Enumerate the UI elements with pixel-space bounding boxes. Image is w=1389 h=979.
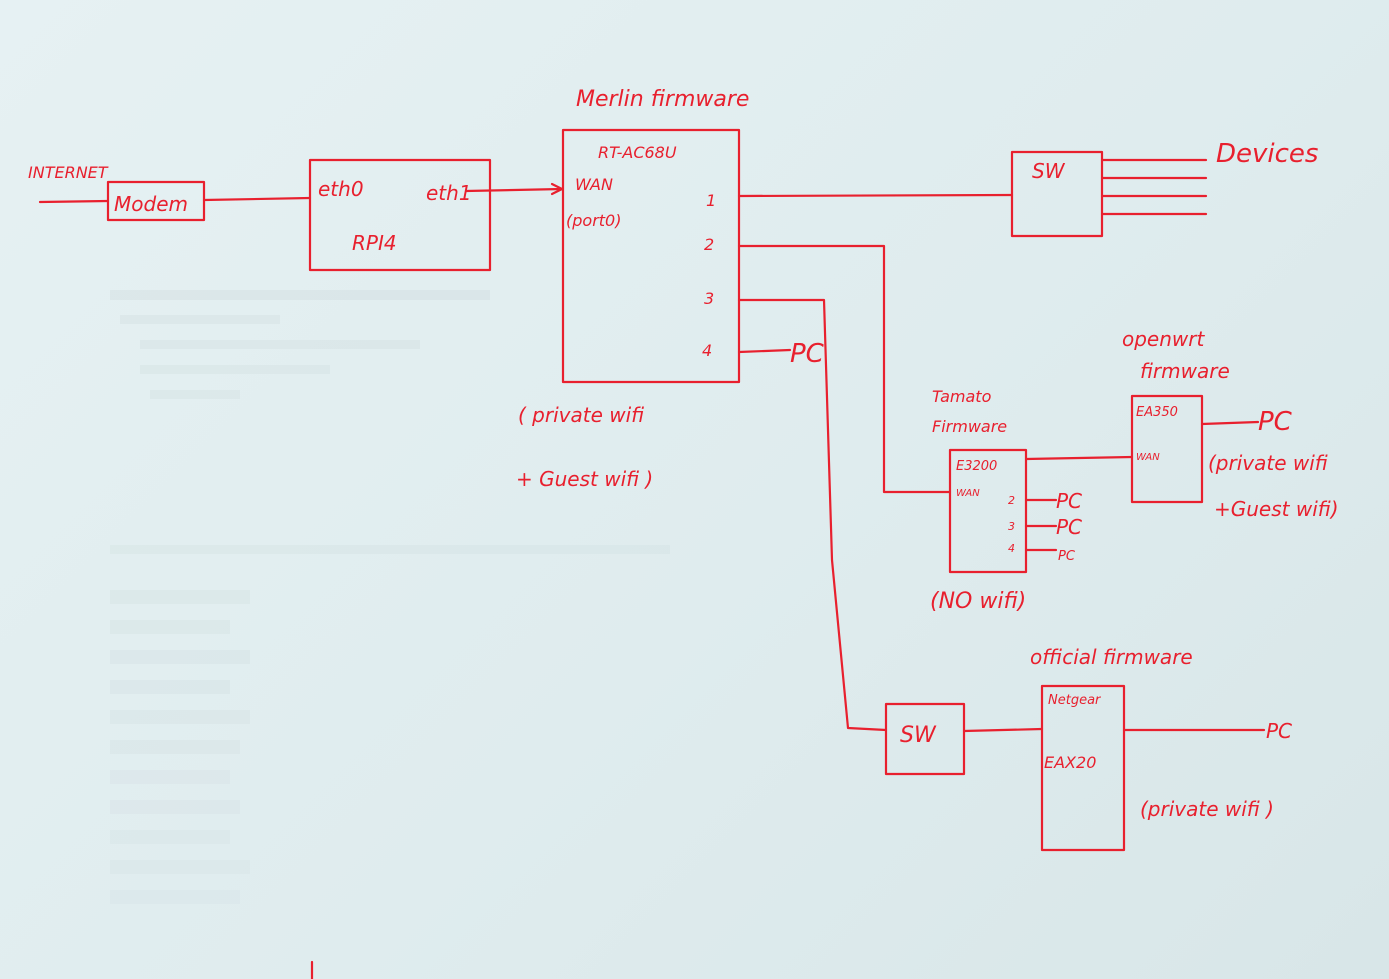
netgear-box (1040, 684, 1126, 852)
merlin-port-2: 2 (704, 235, 714, 254)
rpi-merlin-line (464, 187, 564, 193)
tomato-pc-4: PC (1058, 549, 1076, 564)
merlin-wifi-line1: ( private wifi (518, 403, 644, 427)
modem-label: Modem (114, 192, 188, 216)
merlin-wan: WAN (575, 175, 613, 194)
rpi-name-label: RPI4 (352, 231, 397, 255)
tomato-box (948, 448, 1028, 574)
sw-bottom-box (884, 702, 966, 776)
rpi-box (308, 158, 492, 272)
port2-tomato-line (737, 244, 952, 494)
tomato-model: E3200 (956, 459, 997, 474)
netgear-name-1: Netgear (1048, 693, 1102, 708)
tomato-pc-2: PC (1056, 489, 1082, 513)
netgear-wifi: (private wifi ) (1140, 797, 1274, 821)
merlin-model: RT-AC68U (598, 143, 677, 162)
merlin-port-4: 4 (702, 341, 712, 360)
tomato-title-1: Tamato (932, 387, 992, 406)
port4-pc-line (737, 348, 792, 354)
tomato-nowifi: (NO wifi) (930, 589, 1026, 614)
rpi-eth1-label: eth1 (426, 181, 472, 205)
openwrt-model: EA350 (1136, 405, 1178, 420)
openwrt-box (1130, 394, 1204, 504)
merlin-port-1: 1 (706, 191, 716, 210)
port3-sw-line (737, 298, 888, 732)
tomato-port-3: 3 (1008, 520, 1015, 533)
openwrt-wifi-1: (private wifi (1208, 451, 1328, 475)
openwrt-pc: PC (1258, 407, 1293, 437)
tomato-pc-3: PC (1056, 515, 1082, 539)
internet-label: INTERNET (28, 163, 109, 182)
modem-rpi-line (202, 196, 312, 202)
official-title: official firmware (1030, 645, 1193, 669)
port1-sw-line (737, 193, 1014, 198)
sw-bottom-label: SW (900, 723, 937, 748)
tomato-openwrt-line (1024, 455, 1134, 461)
sw-top-label: SW (1032, 159, 1066, 183)
merlin-pc-label: PC (790, 339, 825, 369)
netgear-name-2: EAX20 (1044, 753, 1096, 772)
tomato-wan: WAN (956, 488, 980, 499)
openwrt-title-1: openwrt (1122, 327, 1205, 351)
sw-netgear-line (962, 727, 1044, 733)
rpi-eth0-label: eth0 (318, 177, 364, 201)
openwrt-title-2: firmware (1140, 359, 1230, 383)
tomato-title-2: Firmware (932, 417, 1007, 436)
tomato-port-2: 2 (1008, 494, 1015, 507)
merlin-port0: (port0) (566, 211, 621, 230)
merlin-wifi-line2: + Guest wifi ) (516, 467, 653, 491)
netgear-pc: PC (1266, 719, 1292, 743)
openwrt-wifi-2: +Guest wifi) (1214, 497, 1339, 521)
tomato-port-4: 4 (1008, 542, 1015, 555)
openwrt-pc-line (1200, 420, 1260, 426)
internet-line (38, 199, 110, 204)
merlin-title: Merlin firmware (576, 87, 749, 112)
devices-label: Devices (1216, 139, 1318, 169)
sw-top-box (1010, 150, 1104, 238)
merlin-port-3: 3 (704, 289, 714, 308)
openwrt-wan: WAN (1136, 452, 1160, 463)
merlin-box (561, 128, 741, 384)
bleed-through (110, 290, 670, 904)
